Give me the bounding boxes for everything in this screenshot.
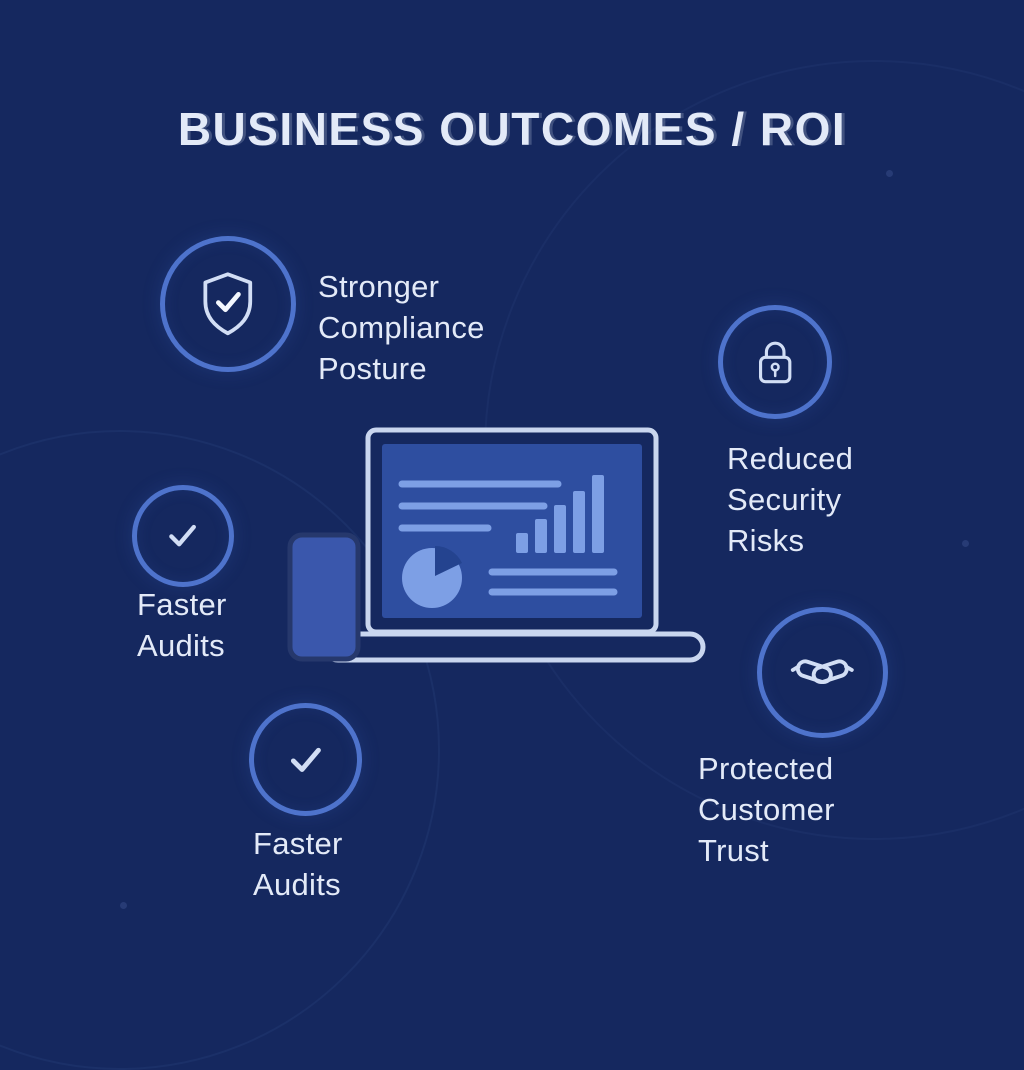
compliance-badge <box>160 236 296 372</box>
compliance-label: Stronger Compliance Posture <box>318 269 485 386</box>
dashboard-text-lines-lower <box>488 568 618 596</box>
infographic-canvas: BUSINESS OUTCOMES / ROI Stronger Complia… <box>0 60 1024 1070</box>
smartphone <box>287 532 361 662</box>
shield-check-icon <box>203 272 253 336</box>
background-dot <box>120 902 127 909</box>
handshake-icon <box>791 659 854 685</box>
laptop-illustration <box>270 420 710 670</box>
background-dot <box>962 540 969 547</box>
audits-badge-1 <box>132 485 234 587</box>
dashboard-pie-chart <box>402 546 462 608</box>
dashboard-text-lines <box>398 480 562 532</box>
audits-label-2: Faster Audits <box>253 826 343 902</box>
laptop-base <box>322 631 706 663</box>
dashboard-bar-chart <box>516 475 604 553</box>
background-dot <box>886 170 893 177</box>
laptop-dashboard-graphic <box>287 427 706 663</box>
trust-label: Protected Customer Trust <box>698 751 835 868</box>
lock-icon <box>758 341 792 384</box>
trust-badge <box>757 607 888 738</box>
page-title: BUSINESS OUTCOMES / ROI <box>177 103 847 155</box>
check-icon <box>169 525 197 547</box>
audits-badge-2 <box>249 703 362 816</box>
security-label: Reduced Security Risks <box>727 441 854 558</box>
security-badge <box>718 305 832 419</box>
check-icon <box>290 747 321 772</box>
audits-label-1: Faster Audits <box>137 587 227 663</box>
